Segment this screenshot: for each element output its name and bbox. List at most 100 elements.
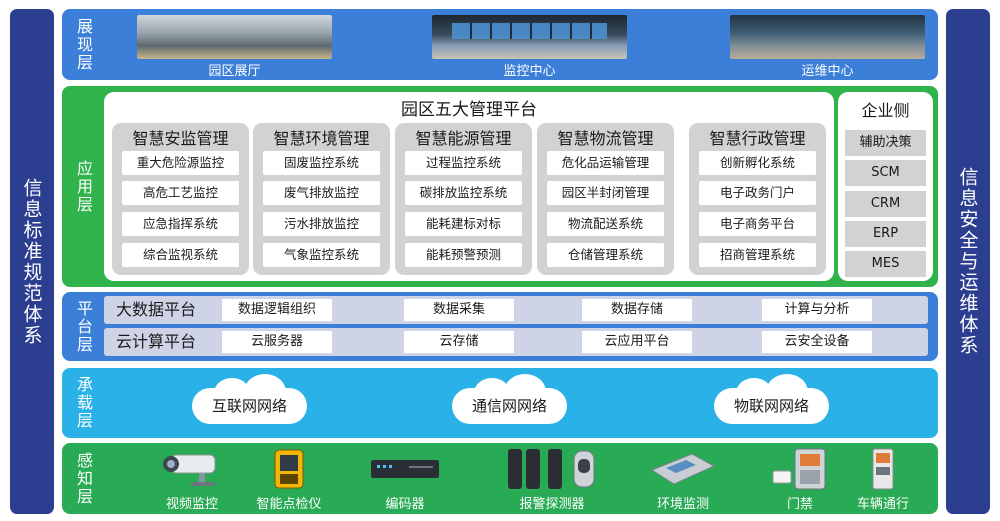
operations-center-photo: [730, 15, 925, 59]
enterprise-item-decision[interactable]: 辅助决策: [845, 130, 926, 156]
exhibition-hall-caption: 园区展厅: [208, 64, 261, 79]
environment-monitor-icon: [633, 447, 733, 491]
environment-monitor-device[interactable]: 环境监测: [633, 447, 733, 512]
enterprise-side-title: 企业侧: [861, 101, 910, 120]
device-label: 车辆通行: [856, 497, 909, 512]
module-item[interactable]: 综合监视系统: [122, 243, 239, 267]
access-control-icon: [750, 447, 850, 491]
device-label: 智能点检仪: [256, 497, 322, 512]
column-title: 智慧物流管理: [557, 129, 654, 148]
presentation-layer: 展现层 园区展厅 监控中心 运维中心: [62, 9, 938, 80]
module-item[interactable]: 过程监控系统: [405, 151, 522, 175]
enterprise-item-erp[interactable]: ERP: [845, 221, 926, 247]
module-item[interactable]: 园区半封闭管理: [547, 181, 664, 205]
handheld-inspector-icon: [239, 447, 339, 491]
cloud-computing-platform-title: 云计算平台: [116, 332, 197, 351]
platform-cell[interactable]: 数据存储: [582, 299, 692, 321]
enterprise-item-crm[interactable]: CRM: [845, 191, 926, 217]
module-item[interactable]: 重大危险源监控: [122, 151, 239, 175]
module-item[interactable]: 创新孵化系统: [699, 151, 816, 175]
security-ops-system-label: 信息安全与运维体系: [956, 167, 979, 356]
alarm-detector-icon: [502, 447, 602, 491]
module-item[interactable]: 气象监控系统: [263, 243, 380, 267]
environment-management-column: 智慧环境管理 固废监控系统 废气排放监控 污水排放监控 气象监控系统: [253, 123, 390, 275]
enterprise-side-panel: 企业侧 辅助决策 SCM CRM ERP MES: [838, 92, 933, 281]
platform-cell[interactable]: 云存储: [404, 331, 514, 353]
carrier-layer-label: 承载层: [74, 376, 93, 430]
management-platform-title: 园区五大管理平台: [401, 100, 537, 120]
vehicle-gate-icon: [833, 447, 933, 491]
module-item[interactable]: 危化品运输管理: [547, 151, 664, 175]
access-control-device[interactable]: 门禁: [750, 447, 850, 512]
video-surveillance-device[interactable]: 视频监控: [142, 447, 242, 512]
device-label: 视频监控: [165, 497, 218, 512]
device-label: 编码器: [385, 497, 425, 512]
module-item[interactable]: 污水排放监控: [263, 212, 380, 236]
module-item[interactable]: 应急指挥系统: [122, 212, 239, 236]
enterprise-item-scm[interactable]: SCM: [845, 160, 926, 186]
internet-network-cloud[interactable]: 互联网网络: [192, 374, 307, 424]
cloud-label: 互联网网络: [211, 397, 287, 415]
administration-management-column: 智慧行政管理 创新孵化系统 电子政务门户 电子商务平台 招商管理系统: [689, 123, 826, 275]
module-item[interactable]: 能耗预警预测: [405, 243, 522, 267]
cloud-computing-platform-row: 云计算平台 云服务器 云存储 云应用平台 云安全设备: [104, 328, 928, 356]
platform-cell[interactable]: 云服务器: [222, 331, 332, 353]
device-label: 门禁: [786, 497, 813, 512]
standards-system-label: 信息标准规范体系: [20, 177, 43, 346]
alarm-detector-device[interactable]: 报警探测器: [502, 447, 602, 512]
module-item[interactable]: 废气排放监控: [263, 181, 380, 205]
carrier-layer: 承载层 互联网网络 通信网网络 物联网网络: [62, 368, 938, 438]
platform-layer-label: 平台层: [74, 299, 93, 354]
platform-layer: 平台层 大数据平台 数据逻辑组织 数据采集 数据存储 计算与分析 云计算平台 云…: [62, 292, 938, 361]
vehicle-gate-device[interactable]: 车辆通行: [833, 447, 933, 512]
monitoring-center-tile[interactable]: 监控中心: [432, 15, 627, 79]
module-item[interactable]: 碳排放监控系统: [405, 181, 522, 205]
device-label: 报警探测器: [519, 497, 585, 512]
encoder-icon: [355, 447, 455, 491]
module-item[interactable]: 电子政务门户: [699, 181, 816, 205]
monitoring-center-caption: 监控中心: [503, 64, 556, 79]
energy-management-column: 智慧能源管理 过程监控系统 碳排放监控系统 能耗建标对标 能耗预警预测: [395, 123, 532, 275]
module-item[interactable]: 仓储管理系统: [547, 243, 664, 267]
cloud-label: 通信网网络: [471, 397, 547, 415]
operations-center-caption: 运维中心: [801, 64, 854, 79]
column-title: 智慧安监管理: [132, 129, 229, 148]
big-data-platform-title: 大数据平台: [116, 300, 197, 319]
module-item[interactable]: 招商管理系统: [699, 243, 816, 267]
exhibition-hall-tile[interactable]: 园区展厅: [137, 15, 332, 79]
application-layer: 应用层 园区五大管理平台 智慧安监管理 重大危险源监控 高危工艺监控 应急指挥系…: [62, 86, 938, 287]
management-platform-panel: 园区五大管理平台 智慧安监管理 重大危险源监控 高危工艺监控 应急指挥系统 综合…: [104, 92, 834, 281]
sensing-layer: 感知层 视频监控 智能点检仪: [62, 443, 938, 514]
column-title: 智慧能源管理: [415, 129, 512, 148]
presentation-layer-label: 展现层: [74, 17, 93, 72]
operations-center-tile[interactable]: 运维中心: [730, 15, 925, 79]
module-item[interactable]: 电子商务平台: [699, 212, 816, 236]
telecom-network-cloud[interactable]: 通信网网络: [452, 374, 567, 424]
enterprise-item-mes[interactable]: MES: [845, 251, 926, 277]
module-item[interactable]: 高危工艺监控: [122, 181, 239, 205]
iot-network-cloud[interactable]: 物联网网络: [714, 374, 829, 424]
platform-cell[interactable]: 数据采集: [404, 299, 514, 321]
platform-cell[interactable]: 数据逻辑组织: [222, 299, 332, 321]
platform-cell[interactable]: 云应用平台: [582, 331, 692, 353]
big-data-platform-row: 大数据平台 数据逻辑组织 数据采集 数据存储 计算与分析: [104, 296, 928, 324]
security-ops-system-bar: 信息安全与运维体系: [946, 9, 990, 514]
column-title: 智慧环境管理: [273, 129, 370, 148]
smart-inspector-device[interactable]: 智能点检仪: [239, 447, 339, 512]
cloud-label: 物联网网络: [733, 397, 809, 415]
encoder-device[interactable]: 编码器: [355, 447, 455, 512]
sensing-layer-label: 感知层: [74, 451, 93, 506]
safety-management-column: 智慧安监管理 重大危险源监控 高危工艺监控 应急指挥系统 综合监视系统: [112, 123, 249, 275]
module-item[interactable]: 能耗建标对标: [405, 212, 522, 236]
application-layer-label: 应用层: [74, 159, 93, 214]
logistics-management-column: 智慧物流管理 危化品运输管理 园区半封闭管理 物流配送系统 仓储管理系统: [537, 123, 674, 275]
module-item[interactable]: 物流配送系统: [547, 212, 664, 236]
standards-system-bar: 信息标准规范体系: [10, 9, 54, 514]
monitoring-center-photo: [432, 15, 627, 59]
camera-icon: [142, 447, 242, 491]
platform-cell[interactable]: 云安全设备: [762, 331, 872, 353]
platform-cell[interactable]: 计算与分析: [762, 299, 872, 321]
exhibition-hall-photo: [137, 15, 332, 59]
module-item[interactable]: 固废监控系统: [263, 151, 380, 175]
column-title: 智慧行政管理: [709, 129, 806, 148]
